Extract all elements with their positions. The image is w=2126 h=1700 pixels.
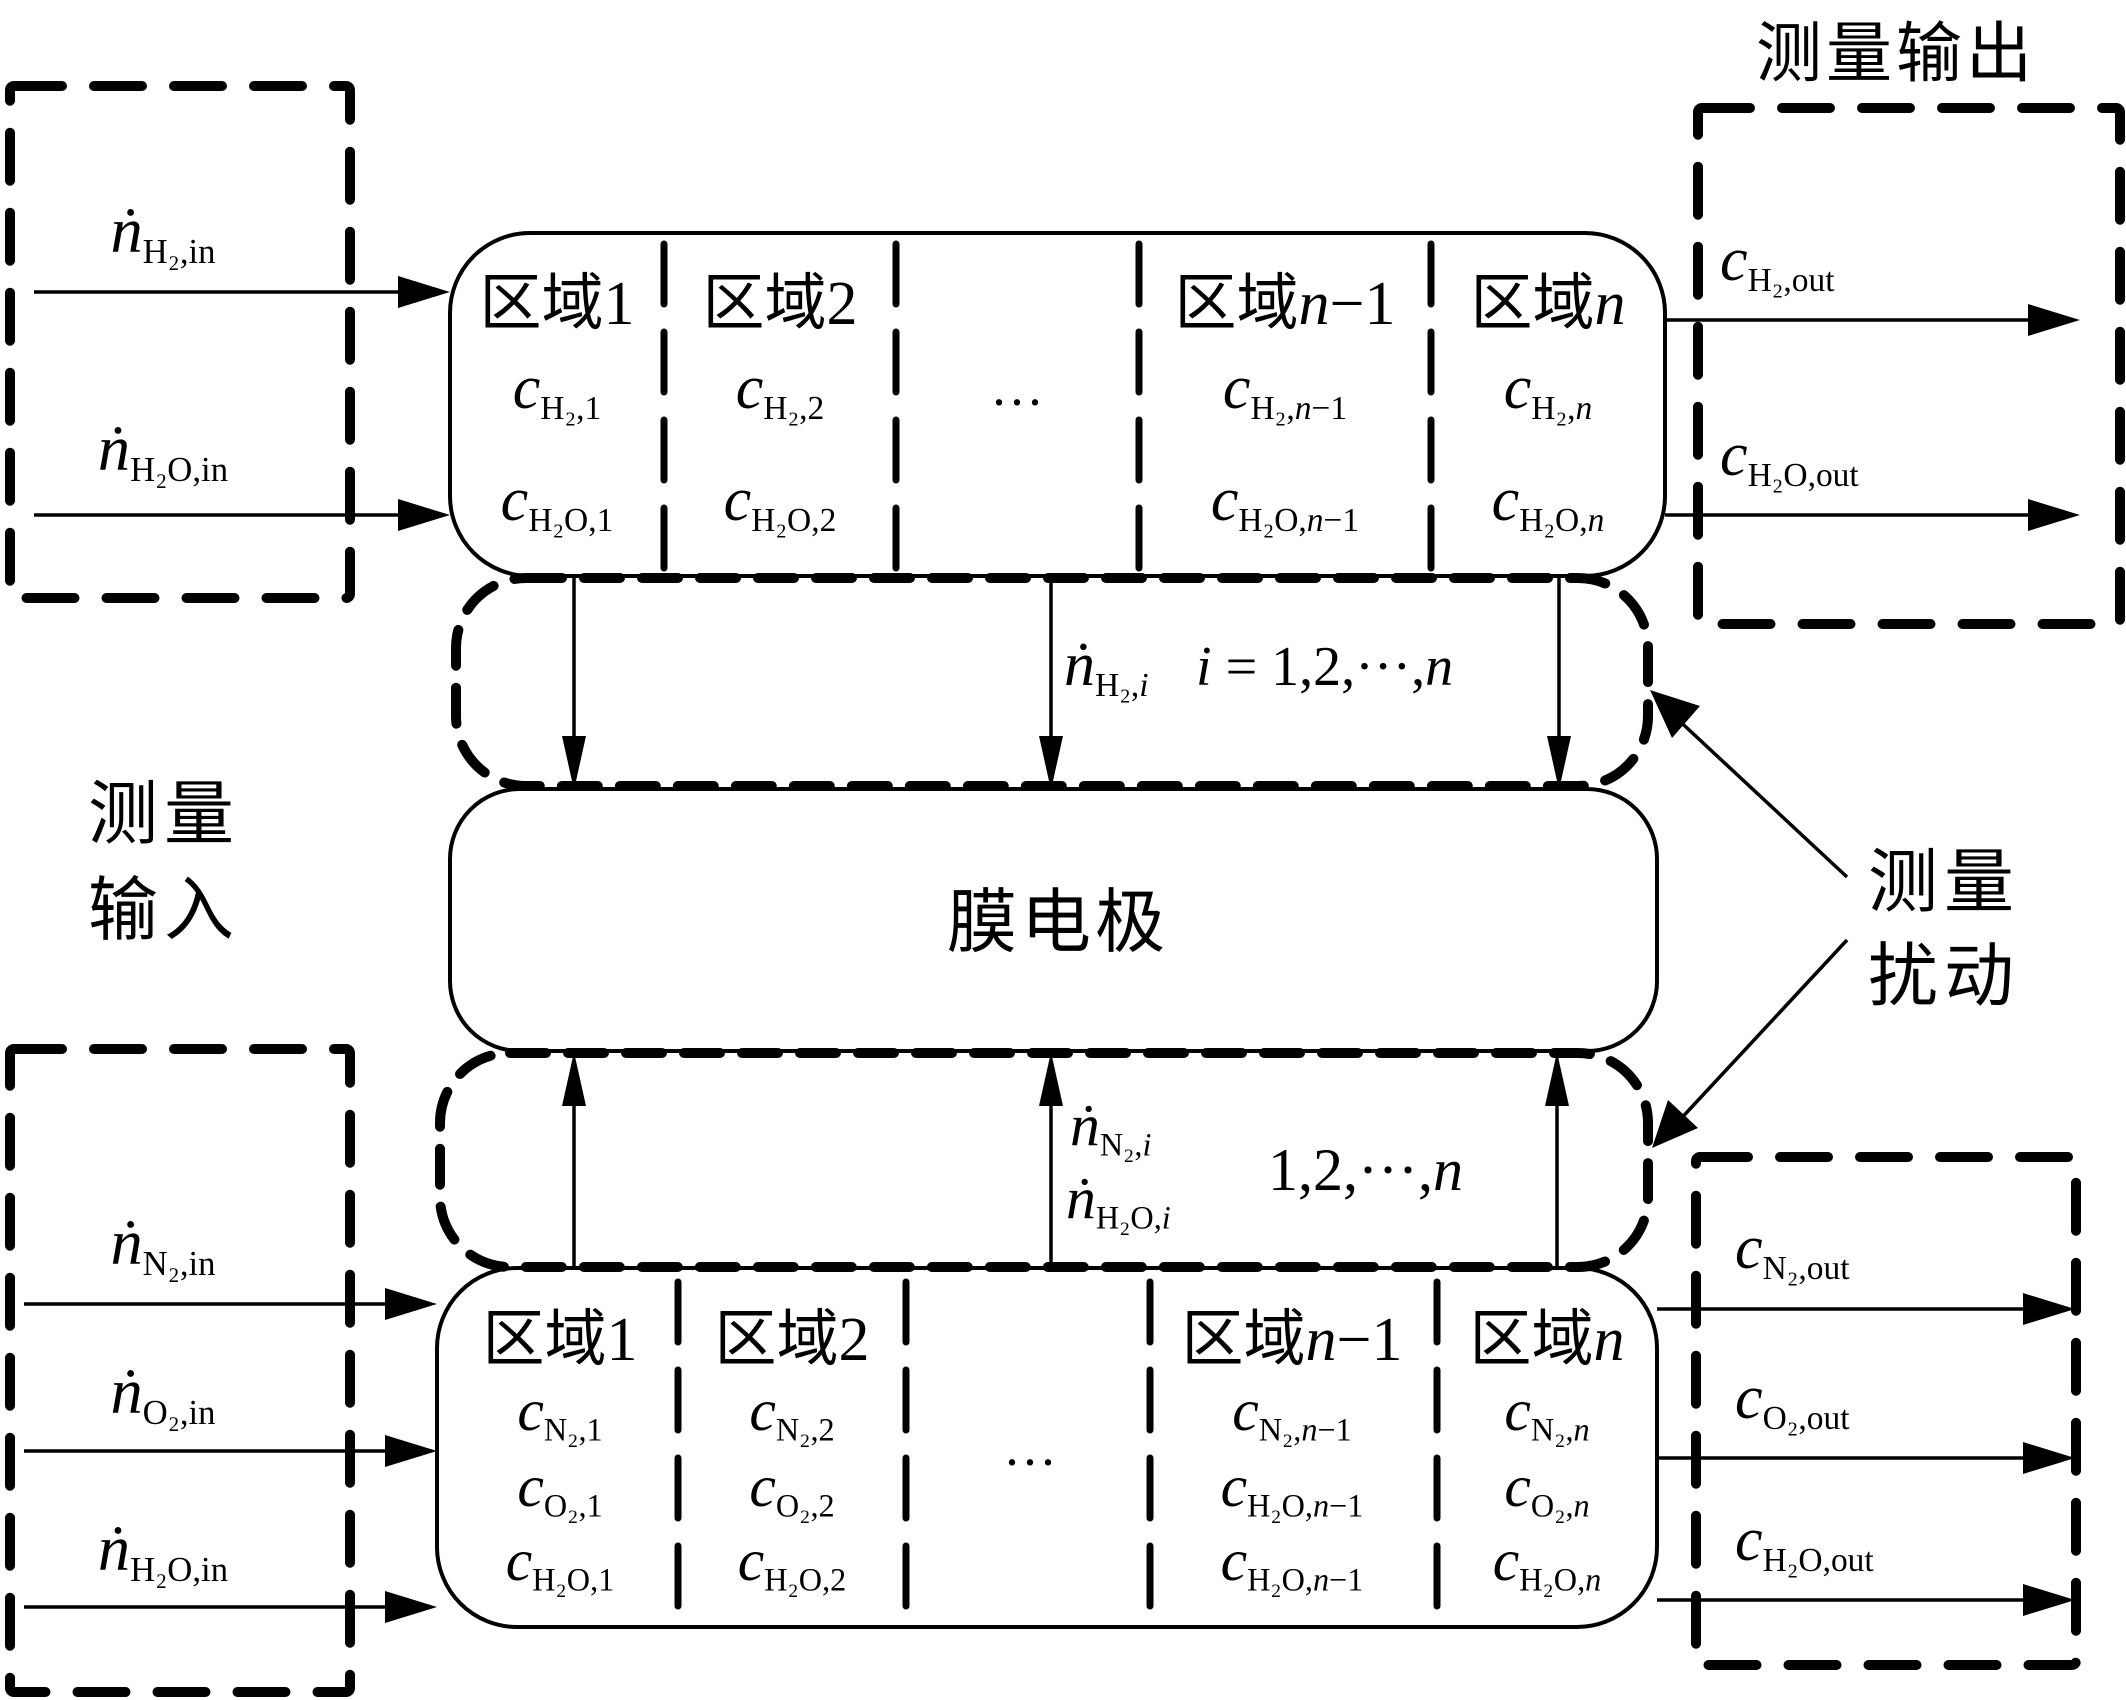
cathode-concentration: cH₂O,n−1 — [1221, 1527, 1364, 1597]
cathode-output-boundary — [1691, 1152, 2081, 1670]
flux-arrow-up — [562, 1052, 586, 1266]
anode-input-arrow — [34, 499, 450, 531]
cathode-concentration: cN₂,1 — [517, 1377, 602, 1447]
cathode-concentration: cO₂,2 — [749, 1453, 834, 1523]
cathode-concentration: cH₂O,n — [1493, 1527, 1602, 1597]
anode-cells: 区域1 区域2 区域n−1 区域n cH₂,1 cH₂,2 cH₂,n−1 cH₂,n cH₂O… — [479, 266, 1625, 539]
anode-output-arrow — [1665, 304, 2080, 336]
cathode-flux-range: 1,2,···,n — [1268, 1137, 1463, 1203]
anode-input-arrow — [34, 276, 450, 308]
cathode-flux-symbol-h2o: ṅH₂O,i — [1066, 1165, 1171, 1235]
anode-flux-label: ṅH₂,i i = 1,2,···,n — [1064, 631, 1453, 704]
anode-input-boundary — [5, 81, 355, 603]
anode-output-label: cH₂O,out — [1720, 421, 1859, 494]
anode-region-label: 区域n−1 — [1175, 266, 1396, 339]
measure-disturbance-label-line2: 扰动 — [1868, 935, 2020, 1017]
cathode-ellipsis: ··· — [1003, 1432, 1057, 1492]
cathode-output-arrow — [1657, 1293, 2075, 1325]
anode-flux-symbol: ṅH₂,i — [1064, 631, 1149, 704]
anode-region-label: 区域n — [1470, 266, 1625, 339]
cathode-concentration: cO₂,n — [1504, 1453, 1589, 1523]
cathode-concentration: cN₂,n−1 — [1232, 1377, 1352, 1447]
anode-output-label: cH₂,out — [1720, 226, 1835, 299]
cathode-concentration: cH₂O,n−1 — [1221, 1453, 1364, 1523]
measure-input-label-line1: 测量 — [88, 773, 240, 855]
flux-arrow-up — [1545, 1052, 1569, 1266]
anode-region-label: 区域2 — [702, 266, 857, 339]
cathode-channel-box — [435, 1266, 1659, 1629]
measure-input-label-line2: 输入 — [88, 869, 240, 951]
cathode-output-arrow — [1657, 1584, 2075, 1616]
flux-arrow-down — [1547, 578, 1571, 790]
cathode-input-arrow — [24, 1435, 437, 1467]
cathode-input-arrow — [24, 1288, 437, 1320]
measure-disturbance-label-line1: 测量 — [1868, 841, 2020, 923]
cathode-region-label: 区域1 — [482, 1302, 637, 1375]
cathode-input-label: ṅO₂,in — [110, 1356, 215, 1432]
cathode-region-label: 区域n−1 — [1182, 1302, 1403, 1375]
anode-ellipsis: ··· — [990, 372, 1044, 432]
anode-concentration: cH₂O,1 — [501, 466, 614, 539]
flux-arrow-up — [1039, 1052, 1063, 1266]
cathode-input-label: ṅH₂O,in — [98, 1513, 228, 1589]
cathode-concentration: cO₂,1 — [517, 1453, 602, 1523]
cathode-concentration: cH₂O,2 — [738, 1527, 847, 1597]
cathode-concentration: cH₂O,1 — [506, 1527, 615, 1597]
measure-output-label: 测量输出 — [1756, 15, 2036, 92]
cathode-output-label: cH₂O,out — [1735, 1506, 1874, 1579]
cathode-output-arrow — [1657, 1442, 2075, 1474]
anode-concentration: cH₂,1 — [513, 354, 602, 427]
cathode-input-boundary — [5, 1044, 355, 1697]
cathode-concentration: cN₂,2 — [749, 1377, 834, 1447]
anode-concentration: cH₂,2 — [736, 354, 825, 427]
anode-concentration: cH₂,n — [1504, 354, 1593, 427]
cathode-concentration: cN₂,n — [1504, 1377, 1589, 1447]
cathode-output-label: cO₂,out — [1735, 1364, 1850, 1437]
cathode-input-arrow — [24, 1591, 437, 1623]
anode-output-arrow — [1665, 499, 2080, 531]
anode-concentration: cH₂O,2 — [724, 466, 837, 539]
mea-label: 膜电极 — [947, 881, 1169, 963]
disturbance-arrow-lower — [1652, 938, 1849, 1148]
anode-flux-arrows — [562, 578, 1571, 790]
cathode-flux-arrows — [562, 1052, 1569, 1266]
anode-concentration: cH₂O,n — [1492, 466, 1605, 539]
cathode-input-label: ṅN₂,in — [110, 1207, 215, 1283]
anode-concentration: cH₂O,n−1 — [1211, 466, 1359, 539]
anode-region-label: 区域1 — [479, 266, 634, 339]
anode-input-label: ṅH₂,in — [110, 195, 215, 271]
cathode-region-separators — [674, 1278, 1441, 1629]
anode-input-label: ṅH₂O,in — [98, 413, 228, 489]
anode-concentration: cH₂,n−1 — [1223, 354, 1347, 427]
cathode-region-label: 区域2 — [714, 1302, 869, 1375]
cathode-output-label: cN₂,out — [1735, 1214, 1850, 1287]
anode-output-boundary — [1693, 103, 2125, 629]
flux-arrow-down — [562, 578, 586, 790]
cathode-flux-symbol-n2: ṅN₂,i — [1070, 1092, 1151, 1162]
cathode-region-label: 区域n — [1469, 1302, 1624, 1375]
flux-arrow-down — [1039, 578, 1063, 790]
disturbance-arrow-upper — [1650, 690, 1849, 879]
anode-flux-range: i = 1,2,···,n — [1196, 636, 1453, 698]
anode-region-separators — [660, 240, 1435, 578]
io-arrows: ṅH₂,in ṅH₂O,in cH₂,out cH₂O,out ṅN₂,in ṅO₂,in… — [24, 195, 2080, 1623]
